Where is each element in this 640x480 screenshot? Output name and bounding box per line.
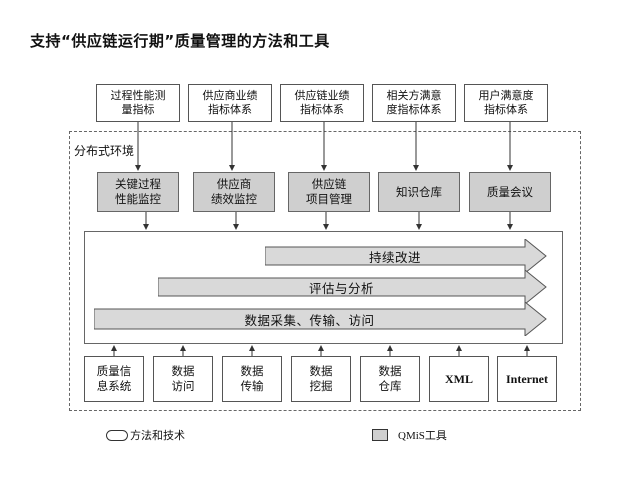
legend-rect-icon	[372, 429, 388, 441]
tool-box-process-monitoring: 关键过程性能监控	[97, 172, 179, 212]
legend-methods-label: 方法和技术	[130, 429, 185, 442]
distributed-environment-frame	[69, 131, 581, 411]
arrow-label: 评估与分析	[308, 280, 374, 296]
legend-methods: 方法和技术	[106, 427, 185, 443]
legend-tools-label: QMiS工具	[398, 430, 447, 442]
top-box-stakeholder-metrics: 相关方满意度指标体系	[372, 84, 456, 122]
tool-box-knowledge-repository: 知识仓库	[378, 172, 460, 212]
bottom-box-line: 挖掘	[309, 379, 333, 393]
top-box-line: 指标体系	[208, 103, 252, 116]
bottom-box-xml: XML	[429, 356, 489, 402]
bottom-box-line: 数据	[378, 364, 402, 378]
top-box-line: 量指标	[121, 103, 155, 116]
top-box-line: 供应链业绩	[294, 89, 350, 102]
bottom-box-data-access: 数据访问	[153, 356, 213, 402]
arrow-label: 数据采集、传输、访问	[244, 312, 375, 328]
tool-box-line: 供应商	[216, 177, 252, 191]
arrow-continuous-improvement: 持续改进	[265, 239, 547, 273]
tool-box-project-management: 供应链项目管理	[288, 172, 370, 212]
diagram-title: 支持“供应链运行期”质量管理的方法和工具	[30, 32, 330, 50]
bottom-box-internet: Internet	[497, 356, 557, 402]
top-box-supplier-metrics: 供应商业绩指标体系	[188, 84, 272, 122]
bottom-box-data-warehouse: 数据仓库	[360, 356, 420, 402]
top-box-line: 指标体系	[300, 103, 344, 116]
top-box-supply-chain-metrics: 供应链业绩指标体系	[280, 84, 364, 122]
top-box-line: 过程性能测	[110, 89, 166, 102]
bottom-box-line: 传输	[240, 379, 264, 393]
legend-oval-icon	[106, 429, 128, 441]
arrow-shape	[265, 239, 547, 273]
bottom-box-line: 数据	[240, 364, 264, 378]
bottom-box-line: XML	[445, 371, 473, 386]
arrow-evaluation-analysis: 评估与分析	[158, 270, 547, 304]
tool-box-quality-meeting: 质量会议	[469, 172, 551, 212]
top-box-process-metrics: 过程性能测量指标	[96, 84, 180, 122]
bottom-box-line: 数据	[171, 364, 195, 378]
tool-box-line: 知识仓库	[396, 184, 442, 199]
tool-box-line: 性能监控	[115, 192, 161, 206]
arrow-label: 持续改进	[368, 249, 421, 265]
top-box-line: 指标体系	[484, 103, 528, 116]
top-box-line: 供应商业绩	[202, 89, 258, 102]
bottom-box-line: 数据	[309, 364, 333, 378]
top-box-line: 度指标体系	[386, 103, 442, 116]
bottom-box-line: 质量信	[96, 364, 132, 378]
bottom-box-line: 访问	[171, 379, 195, 393]
tool-box-line: 质量会议	[487, 184, 533, 199]
tool-box-line: 项目管理	[306, 192, 352, 206]
arrow-shape	[158, 270, 547, 304]
bottom-box-quality-info-system: 质量信息系统	[84, 356, 144, 402]
legend-tools: QMiS工具	[372, 427, 447, 443]
tool-box-line: 关键过程	[115, 177, 161, 191]
bottom-box-data-transfer: 数据传输	[222, 356, 282, 402]
bottom-box-line: 仓库	[378, 379, 402, 393]
bottom-box-data-mining: 数据挖掘	[291, 356, 351, 402]
bottom-box-line: Internet	[506, 371, 548, 386]
distributed-environment-label: 分布式环境	[74, 144, 135, 158]
top-box-customer-metrics: 用户满意度指标体系	[464, 84, 548, 122]
arrow-shape	[94, 302, 547, 336]
arrow-data-collection: 数据采集、传输、访问	[94, 302, 547, 336]
tool-box-supplier-monitoring: 供应商绩效监控	[193, 172, 275, 212]
tool-box-line: 供应链	[311, 177, 347, 191]
tool-box-line: 绩效监控	[211, 192, 257, 206]
top-box-line: 用户满意度	[478, 89, 534, 102]
bottom-box-line: 息系统	[96, 379, 132, 393]
top-box-line: 相关方满意	[386, 89, 442, 102]
